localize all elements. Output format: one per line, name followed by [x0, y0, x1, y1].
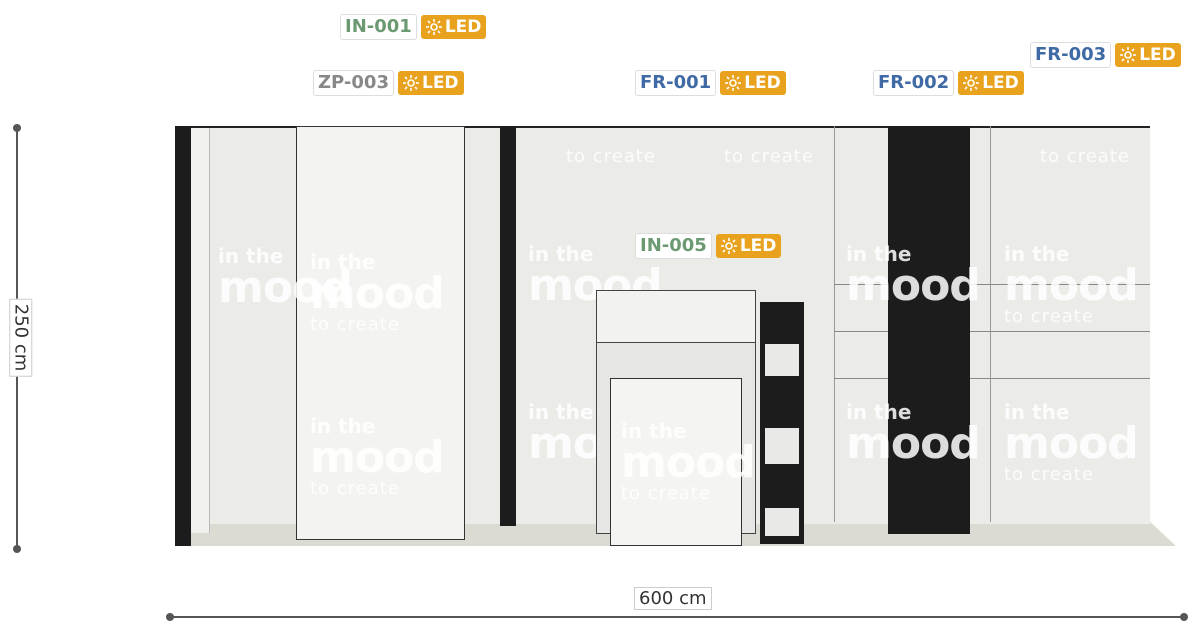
in005-code: IN-005: [635, 233, 712, 259]
fr003-code: FR-003: [1030, 42, 1112, 68]
fr001-code: FR-001: [635, 70, 717, 96]
label-in005: IN-005 LED: [635, 233, 782, 259]
in001-code: IN-001: [340, 14, 417, 40]
fr002-led-badge: LED: [958, 71, 1024, 95]
watermark: in the mood to create: [621, 419, 756, 504]
middle-frame-post: [500, 126, 516, 526]
sun-icon: [425, 19, 442, 35]
watermark: in the mood to create: [1004, 242, 1139, 327]
label-fr002: FR-002 LED: [873, 70, 1024, 96]
shelf-line: [834, 284, 1150, 285]
watermark: to create: [1040, 146, 1130, 167]
in005-led-badge: LED: [715, 234, 782, 258]
dimension-endpoint: [1180, 613, 1188, 621]
shelf-line: [834, 331, 1150, 332]
fr001-section-edge: [834, 126, 835, 522]
label-fr001: FR-001 LED: [635, 70, 786, 96]
label-in001: IN-001 LED: [340, 14, 487, 40]
left-side-panel: [191, 128, 210, 533]
in001-led-badge: LED: [420, 15, 487, 39]
zp003-code: ZP-003: [313, 70, 394, 96]
height-dimension-label: 250 cm: [9, 298, 33, 377]
watermark: in the mood to create: [310, 250, 445, 335]
width-dimension-line: [169, 616, 1184, 618]
fr003-section-edge: [990, 126, 991, 522]
sun-icon: [725, 75, 742, 91]
shelf-line: [834, 378, 1150, 379]
in005-counter-display: [596, 290, 756, 344]
zp003-led-badge: LED: [397, 71, 464, 95]
left-frame-post: [175, 126, 191, 546]
watermark: in the mood: [846, 400, 981, 469]
fr001-led-badge: LED: [720, 71, 786, 95]
fr003-led-badge: LED: [1115, 43, 1181, 67]
label-zp003: ZP-003 LED: [313, 70, 464, 96]
label-fr003: FR-003 LED: [1030, 42, 1181, 68]
brochure-stand: [760, 302, 804, 544]
dimension-endpoint: [13, 545, 21, 553]
dimension-endpoint: [13, 124, 21, 132]
dimension-endpoint: [166, 613, 174, 621]
zp003-panel: [296, 126, 465, 540]
watermark: to create: [724, 146, 814, 167]
fr002-code: FR-002: [873, 70, 955, 96]
watermark: in the mood: [846, 242, 981, 311]
sun-icon: [720, 238, 737, 254]
width-dimension-label: 600 cm: [634, 587, 712, 610]
sun-icon: [1120, 47, 1137, 63]
sun-icon: [963, 75, 980, 91]
fr002-black-column: [888, 126, 970, 534]
sun-icon: [402, 75, 419, 91]
watermark: in the mood to create: [1004, 400, 1139, 485]
in005-counter-front: in the mood to create: [610, 378, 756, 546]
watermark: in the mood to create: [310, 414, 445, 499]
watermark: in the mood: [218, 244, 353, 313]
watermark: to create: [566, 146, 656, 167]
